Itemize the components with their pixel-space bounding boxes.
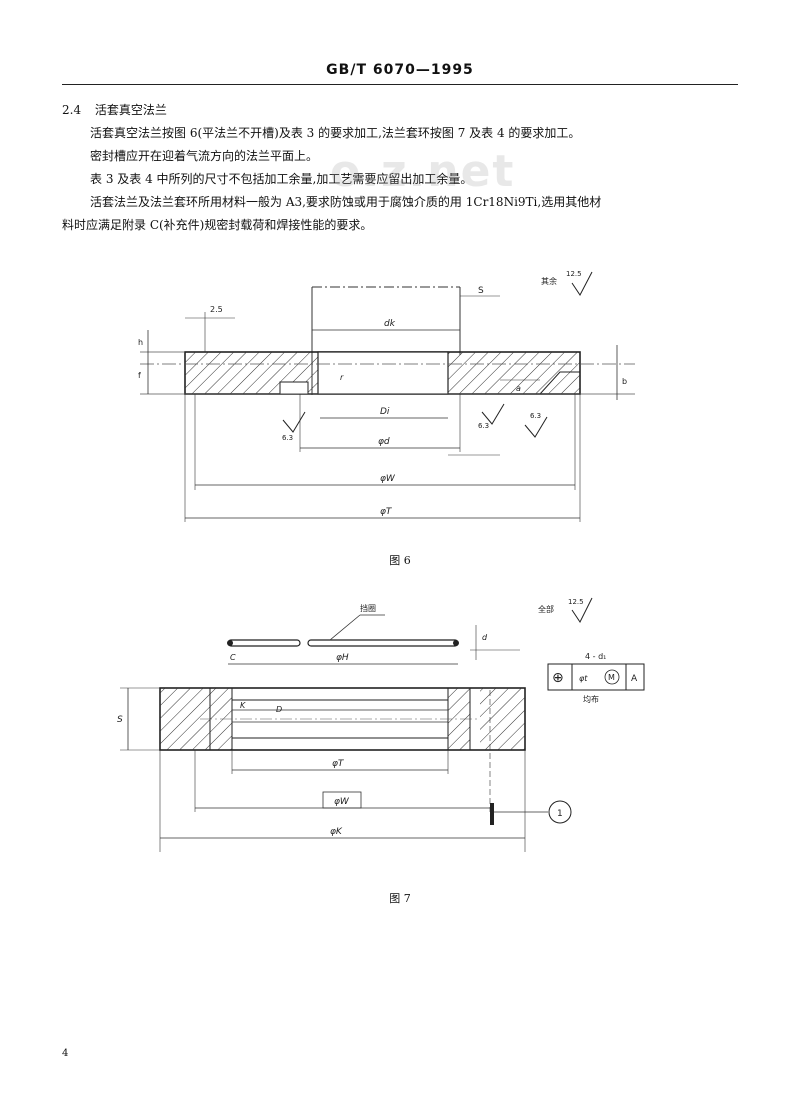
dim-phid: φd bbox=[378, 437, 390, 447]
surface-rest-label: 其余 bbox=[541, 276, 557, 286]
paragraph-2: 密封槽应开在迎着气流方向的法兰平面上。 bbox=[90, 149, 319, 163]
figure-7-caption: 图 7 bbox=[389, 892, 411, 905]
dim-S: S bbox=[117, 715, 123, 725]
dim-h: h bbox=[138, 338, 143, 347]
tol-bottom-note: 均布 bbox=[583, 694, 599, 704]
dim-phiK: φK bbox=[330, 827, 343, 837]
rough-b: 6.3 bbox=[478, 422, 489, 430]
paragraph-4: 活套法兰及法兰套环所用材料一般为 A3,要求防蚀或用于腐蚀介质的用 1Cr18N… bbox=[90, 195, 602, 209]
figure-6-drawing: 其余 12.5 S 2.5 dk Di φd φW φT h f b 6.3 6… bbox=[138, 270, 635, 522]
part-ring-label: 挡圈 bbox=[360, 603, 376, 613]
dim-r: r bbox=[340, 373, 344, 382]
rough-all-value: 12.5 bbox=[568, 598, 584, 606]
tol-value: φt bbox=[579, 674, 588, 683]
dim-b: b bbox=[622, 377, 627, 386]
dim-dk: dk bbox=[384, 319, 396, 329]
dim-K: K bbox=[240, 701, 246, 710]
dim-phiW: φW bbox=[334, 797, 350, 807]
section-heading: 2.4 活套真空法兰 bbox=[62, 101, 167, 118]
section-title: 活套真空法兰 bbox=[94, 103, 167, 117]
dim-d: d bbox=[482, 633, 488, 642]
rough-c: 6.3 bbox=[530, 412, 541, 420]
dim-phiW: φW bbox=[380, 474, 396, 484]
dim-phiH: φH bbox=[336, 653, 349, 663]
dim-phiT: φT bbox=[332, 759, 345, 769]
surface-all-label: 全部 bbox=[538, 604, 554, 614]
tol-modifier: M bbox=[608, 673, 615, 682]
dim-f: f bbox=[138, 371, 141, 380]
paragraph-1: 活套真空法兰按图 6(平法兰不开槽)及表 3 的要求加工,法兰套环按图 7 及表… bbox=[90, 126, 581, 140]
dim-D: D bbox=[276, 705, 282, 714]
dim-2-5: 2.5 bbox=[210, 305, 223, 314]
dim-Di: Di bbox=[380, 407, 390, 417]
figure-7-drawing: 全部 12.5 挡圈 S φH φT φW φK D K C d ⊕ φt M … bbox=[117, 597, 645, 852]
dim-a: a bbox=[516, 384, 521, 393]
header-rule bbox=[62, 84, 738, 85]
dim-S: S bbox=[478, 286, 484, 296]
page-header: GB/T 6070—1995 bbox=[326, 62, 474, 78]
tol-datum: A bbox=[631, 674, 638, 684]
rough-a: 6.3 bbox=[282, 434, 293, 442]
dim-phiT: φT bbox=[380, 507, 393, 517]
paragraph-4-cont: 料时应满足附录 C(补充件)规密封载荷和焊接性能的要求。 bbox=[62, 218, 373, 232]
watermark: o.z.net bbox=[330, 146, 516, 197]
figure-6-caption: 图 6 bbox=[389, 554, 411, 567]
page-number: 4 bbox=[62, 1048, 69, 1059]
paragraph-3: 表 3 及表 4 中所列的尺寸不包括加工余量,加工艺需要应留出加工余量。 bbox=[90, 172, 473, 186]
callout-number: 1 bbox=[557, 809, 563, 819]
dim-C: C bbox=[230, 653, 236, 662]
rough-main-value: 12.5 bbox=[566, 270, 582, 278]
position-tolerance-icon: ⊕ bbox=[552, 670, 564, 686]
tol-top-note: 4 - d₁ bbox=[585, 652, 606, 661]
section-number: 2.4 bbox=[62, 103, 82, 117]
